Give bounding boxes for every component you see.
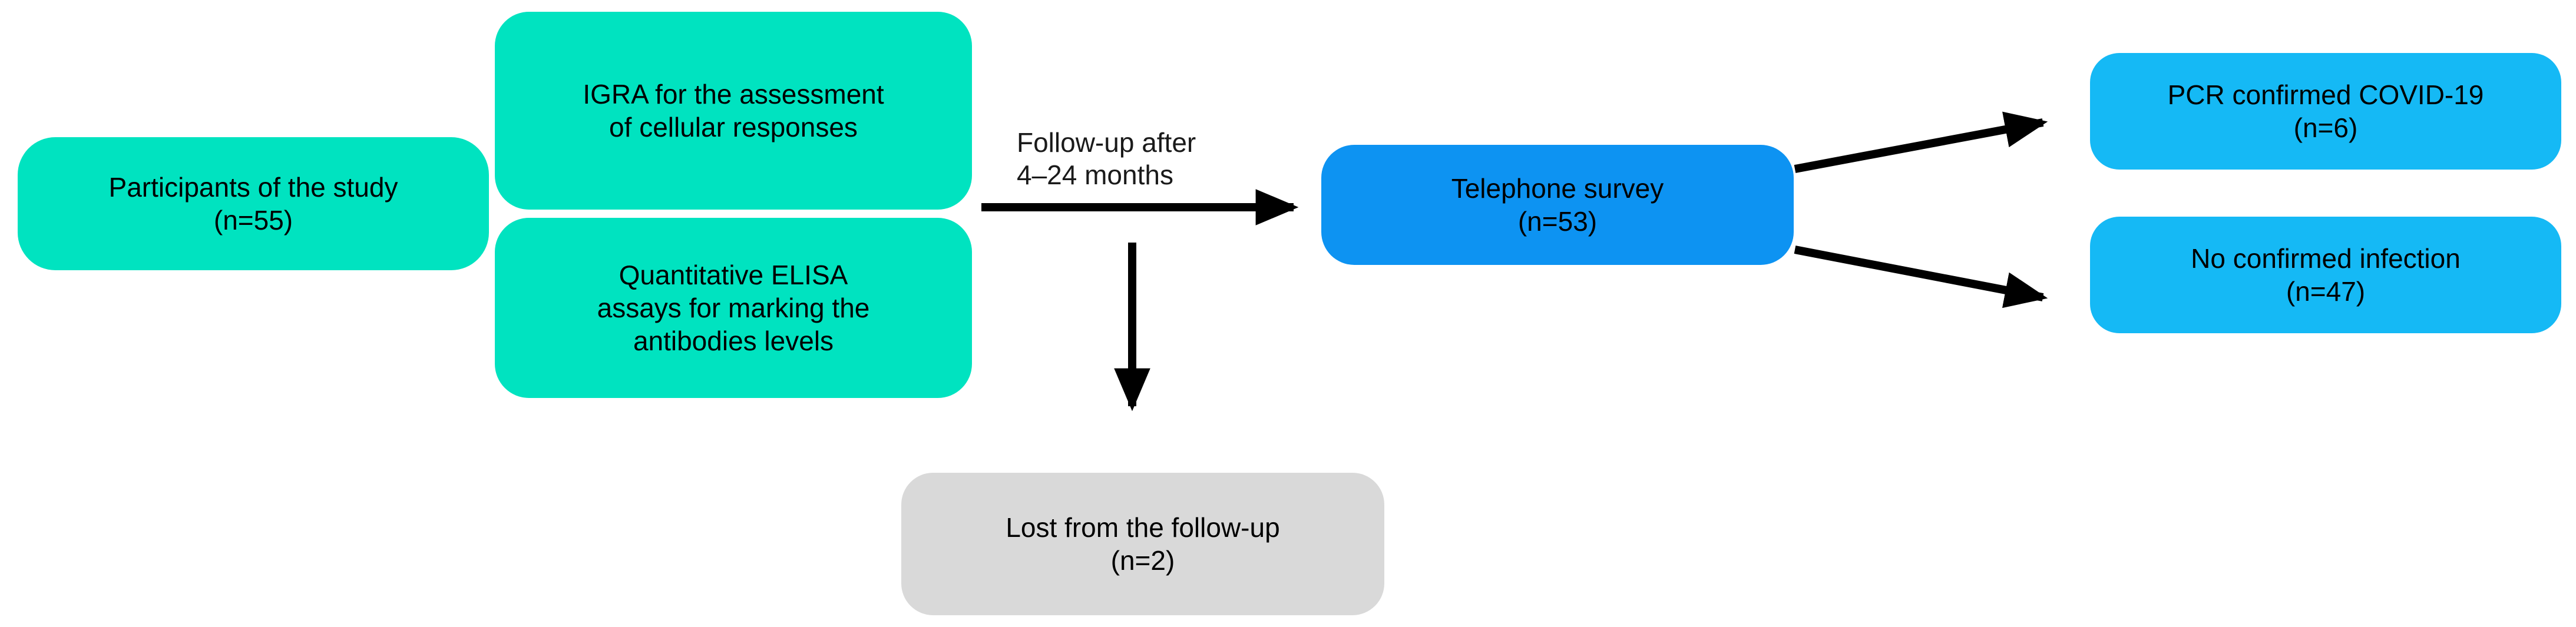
- arrow-telephone-to-noinfection: [1794, 246, 2048, 308]
- node-lost-from-follow-up[interactable]: Lost from the follow-up (n=2): [901, 473, 1384, 615]
- node-noinfection-label: No confirmed infection (n=47): [2191, 243, 2461, 307]
- arrow-telephone-to-pcr: [1794, 111, 2048, 173]
- edge-label-follow-up: Follow-up after 4–24 months: [1017, 127, 1196, 191]
- node-igra-assessment[interactable]: IGRA for the assessment of cellular resp…: [495, 12, 972, 210]
- node-telephone-survey[interactable]: Telephone survey (n=53): [1321, 145, 1794, 265]
- node-participants-of-the-study[interactable]: Participants of the study (n=55): [18, 137, 489, 270]
- node-pcr-confirmed-covid19[interactable]: PCR confirmed COVID-19 (n=6): [2090, 53, 2561, 170]
- node-pcr-label: PCR confirmed COVID-19 (n=6): [2167, 79, 2484, 143]
- node-telephone-label: Telephone survey (n=53): [1451, 172, 1664, 237]
- node-participants-label: Participants of the study (n=55): [108, 171, 398, 235]
- node-quantitative-elisa[interactable]: Quantitative ELISA assays for marking th…: [495, 218, 972, 398]
- node-lost-label: Lost from the follow-up (n=2): [1006, 512, 1280, 576]
- node-elisa-label: Quantitative ELISA assays for marking th…: [597, 259, 870, 357]
- node-igra-label: IGRA for the assessment of cellular resp…: [583, 78, 884, 142]
- node-no-confirmed-infection[interactable]: No confirmed infection (n=47): [2090, 217, 2561, 333]
